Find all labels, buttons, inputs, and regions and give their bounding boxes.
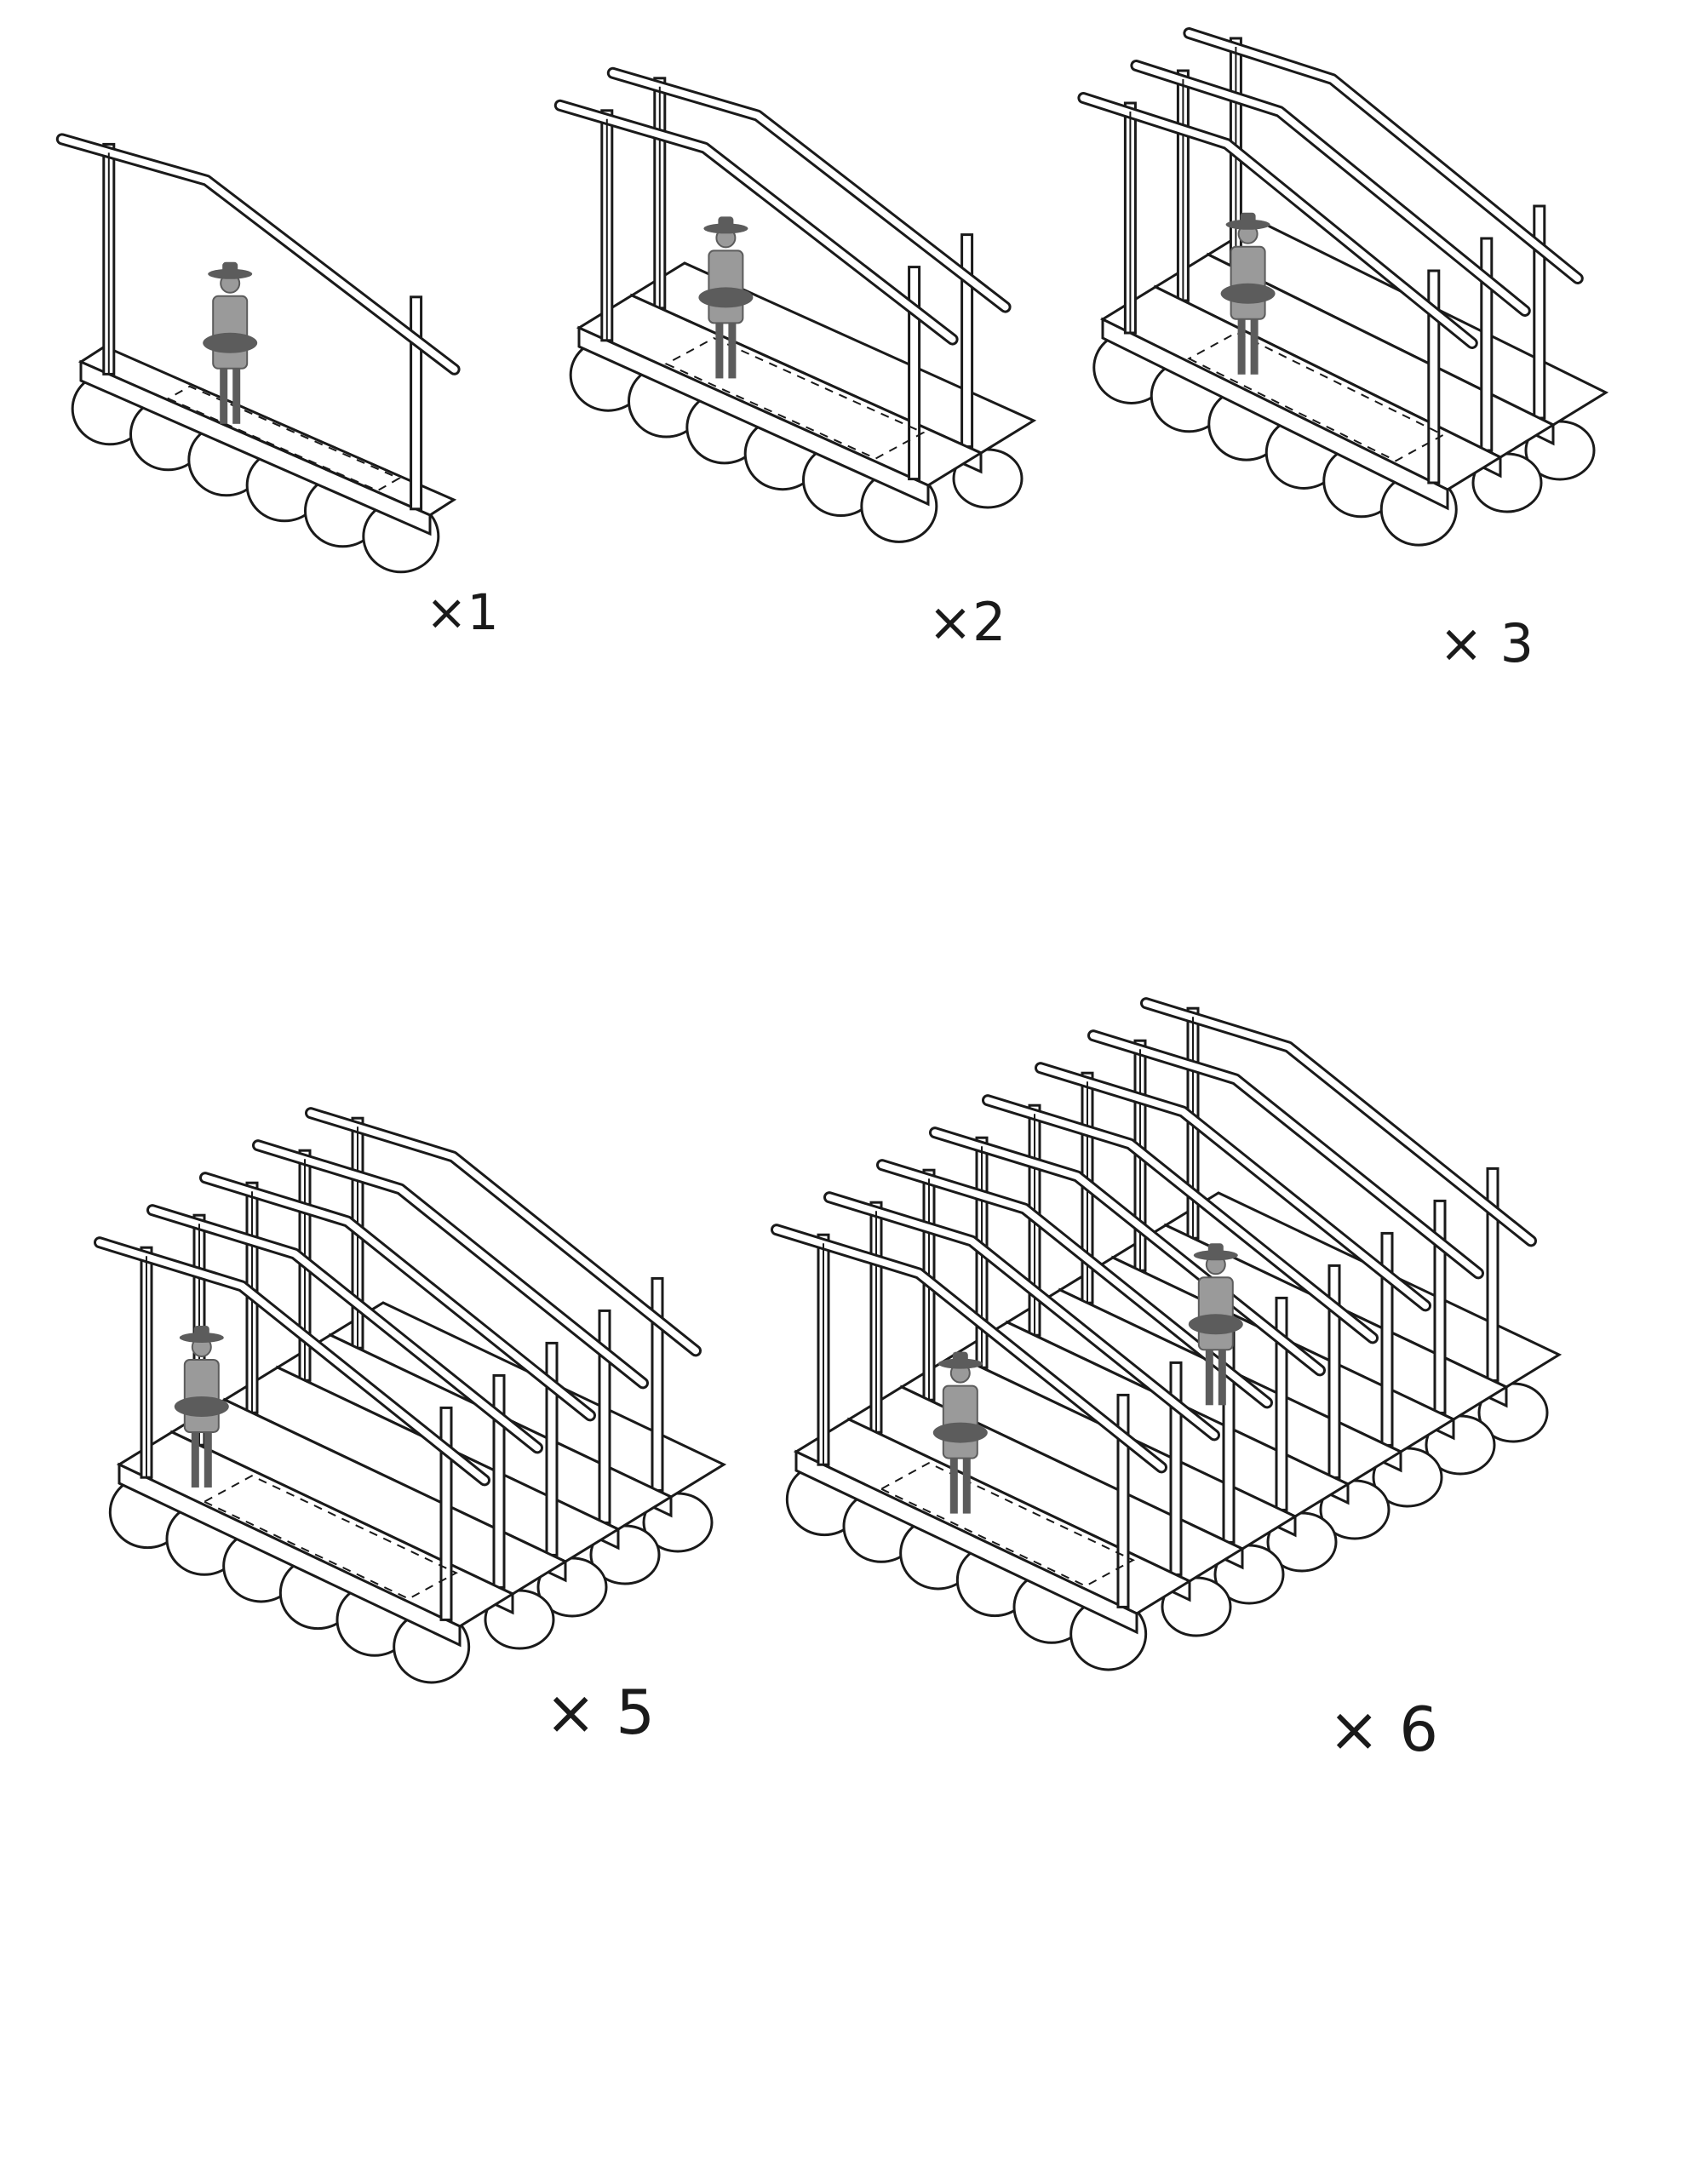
person-figure [1220, 212, 1276, 375]
module-label-x3: × 3 [1439, 612, 1534, 674]
person-hat-crown [193, 1326, 209, 1337]
raft-unit [771, 1224, 1193, 1671]
person-torso [183, 1359, 220, 1433]
roof-beam-fill [556, 101, 956, 343]
roof-beam-fill [1185, 30, 1581, 282]
frame-post [960, 233, 974, 449]
person-bundle [932, 1422, 988, 1443]
floor-plan-outline [202, 1475, 459, 1600]
raft-module [94, 1107, 727, 1684]
raft-module [55, 133, 461, 574]
person-leg [220, 364, 228, 424]
raft-unit [94, 1236, 516, 1684]
person-leg [1205, 1345, 1213, 1406]
person-torso [1230, 245, 1266, 320]
person-hat-crown [952, 1351, 968, 1363]
person-leg [715, 318, 724, 379]
person-bundle [203, 332, 258, 353]
person-leg [232, 364, 241, 424]
person-hat-brim [1225, 219, 1270, 230]
person-hat-crown [1207, 1243, 1224, 1255]
person-leg [204, 1428, 212, 1488]
person-figure [698, 216, 754, 379]
person-leg [728, 318, 737, 379]
person-hat-brim [703, 223, 748, 234]
person-hat-crown [1240, 212, 1256, 224]
person-bundle [174, 1396, 229, 1417]
person-hat-brim [179, 1333, 224, 1343]
raft-module [1077, 27, 1609, 547]
frame-post [908, 266, 921, 481]
roof-beam-fill [1080, 95, 1476, 347]
person-torso [942, 1384, 978, 1459]
raft-module [553, 66, 1037, 543]
person-figure [203, 261, 258, 424]
raft-deck-edge [79, 359, 432, 536]
person-torso [708, 249, 744, 324]
floor-plan-outline [879, 1462, 1136, 1587]
raft-deck-edge [118, 1462, 462, 1648]
person-hat-crown [222, 261, 238, 273]
module-label-x2: ×2 [928, 591, 1006, 653]
person-leg [191, 1428, 199, 1488]
raft-deck-edge [1101, 317, 1449, 511]
person-leg [962, 1453, 971, 1514]
person-figure [174, 1326, 229, 1488]
person-hat-brim [1193, 1250, 1238, 1261]
roof-beam-fill [1132, 62, 1528, 314]
floor-plan-outline [1187, 331, 1446, 462]
frame-post [410, 295, 423, 511]
person-leg [1250, 314, 1259, 375]
person-bundle [698, 287, 754, 308]
person-hat-crown [718, 216, 734, 228]
person-leg [1237, 314, 1246, 375]
person-bundle [1220, 283, 1276, 304]
person-hat-brim [208, 268, 253, 279]
person-torso [1197, 1276, 1234, 1351]
person-leg [949, 1453, 958, 1514]
raft-unit [1077, 92, 1504, 547]
floor-plan-outline [166, 385, 401, 492]
roof-beam-fill [58, 135, 458, 373]
person-figure [932, 1351, 988, 1514]
raft-unit [553, 99, 984, 543]
raft-deck-edge [794, 1449, 1138, 1635]
person-torso [212, 295, 249, 370]
raft-module [771, 997, 1563, 1671]
raft-unit [55, 133, 461, 574]
person-figure [1188, 1243, 1243, 1406]
raft-deck-edge [577, 325, 930, 507]
module-label-x6: × 6 [1328, 1694, 1439, 1765]
module-label-x5: × 5 [545, 1677, 656, 1748]
module-label-x1: ×1 [426, 583, 499, 641]
floor-plan-outline [664, 336, 926, 460]
person-hat-brim [938, 1358, 983, 1369]
person-bundle [1188, 1314, 1243, 1335]
roof-beam-fill [609, 69, 1009, 311]
person-leg [1218, 1345, 1226, 1406]
